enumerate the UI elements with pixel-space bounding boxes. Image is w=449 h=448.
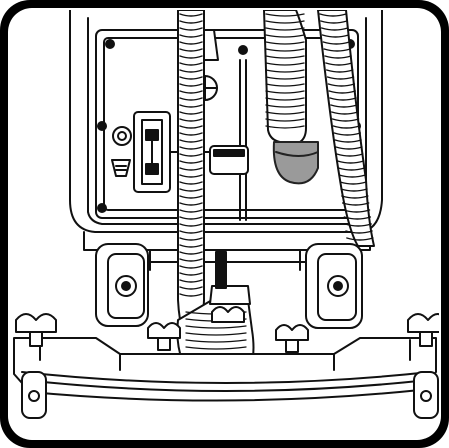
- knob-far-left: [15, 313, 57, 347]
- left-caster: [21, 371, 47, 419]
- drain-hose: [263, 10, 307, 143]
- squeegee-assembly: [13, 337, 437, 402]
- knob-far-right: [407, 313, 439, 347]
- knob-center-left: [147, 322, 181, 351]
- drain-hose-elbow: [272, 141, 319, 185]
- right-caster: [413, 371, 439, 419]
- knob-center: [211, 306, 245, 323]
- left-wheel: [95, 243, 149, 327]
- knob-center-right: [275, 324, 309, 353]
- right-corrugated-hose: [317, 10, 375, 247]
- control-panel: [111, 111, 211, 193]
- right-wheel: [305, 243, 363, 329]
